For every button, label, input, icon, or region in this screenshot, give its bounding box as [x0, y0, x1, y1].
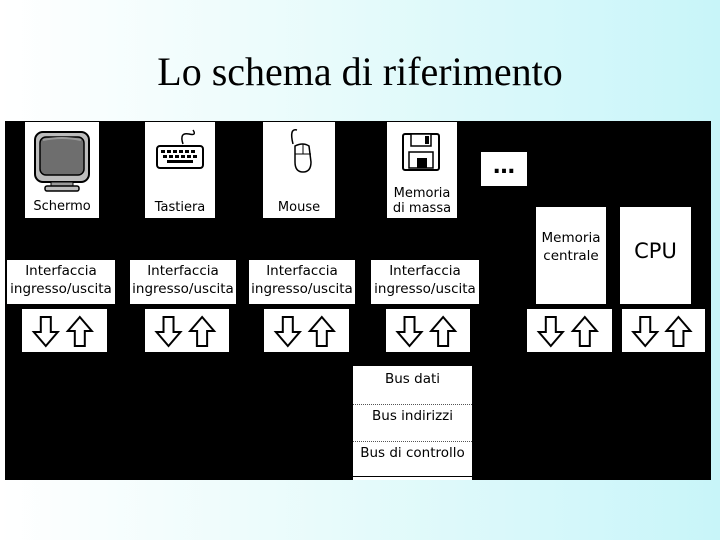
io-interface-label: Interfaccia ingresso/uscita [10, 263, 112, 297]
cpu-label: CPU [634, 239, 677, 263]
bus-control-label: Bus di controllo [360, 445, 465, 461]
io-interface-label: Interfaccia ingresso/uscita [374, 263, 476, 297]
io-arrows [145, 309, 229, 352]
cpu: CPU [620, 207, 691, 304]
floppy-disk-icon [402, 133, 440, 171]
up-arrow-icon [570, 315, 599, 347]
device-screen: Schermo [25, 122, 99, 218]
io-arrows [527, 309, 612, 352]
main-memory-label: Memoria centrale [541, 230, 601, 264]
slide-title: Lo schema di riferimento [157, 49, 563, 94]
device-label-text: Memoria di massa [392, 186, 452, 216]
bus-address-label: Bus indirizzi [372, 408, 453, 424]
io-arrows [622, 309, 705, 352]
system-bus: Bus dati Bus indirizzi Bus di controllo [353, 366, 472, 480]
down-arrow-icon [536, 316, 565, 348]
device-mouse: Mouse [263, 122, 335, 218]
io-interface: Interfaccia ingresso/uscita [371, 260, 479, 304]
io-interface-label: Interfaccia ingresso/uscita [132, 263, 234, 297]
up-arrow-icon [65, 315, 94, 347]
bus-data-label: Bus dati [384, 371, 441, 387]
down-arrow-icon [31, 316, 60, 348]
diagram-panel: Schermo Tastiera Mouse [5, 121, 711, 480]
down-arrow-icon [395, 316, 424, 348]
io-interface: Interfaccia ingresso/uscita [130, 260, 236, 304]
io-interface: Interfaccia ingresso/uscita [7, 260, 115, 304]
device-label: Tastiera [154, 200, 206, 215]
io-interface-label: Interfaccia ingresso/uscita [251, 263, 353, 297]
more-devices: … [481, 152, 527, 186]
bus-divider [353, 441, 472, 442]
up-arrow-icon [307, 315, 336, 347]
main-memory: Memoria centrale [536, 207, 606, 304]
monitor-icon [34, 131, 90, 192]
device-label: Schermo [33, 199, 91, 214]
device-label: Mouse [277, 200, 321, 215]
device-mass-storage: Memoria di massa [387, 122, 457, 218]
bus-divider [353, 404, 472, 405]
keyboard-icon [156, 129, 204, 169]
mouse-icon [290, 129, 312, 173]
down-arrow-icon [154, 316, 183, 348]
up-arrow-icon [664, 315, 693, 347]
up-arrow-icon [428, 315, 458, 347]
device-keyboard: Tastiera [145, 122, 215, 218]
io-arrows [22, 309, 107, 352]
down-arrow-icon [273, 316, 302, 348]
io-arrows [386, 309, 470, 352]
io-interface: Interfaccia ingresso/uscita [249, 260, 355, 304]
bus-divider [353, 476, 472, 477]
io-arrows [264, 309, 349, 352]
down-arrow-icon [631, 316, 660, 348]
up-arrow-icon [187, 315, 217, 347]
device-label: Memoria di massa [387, 186, 457, 216]
